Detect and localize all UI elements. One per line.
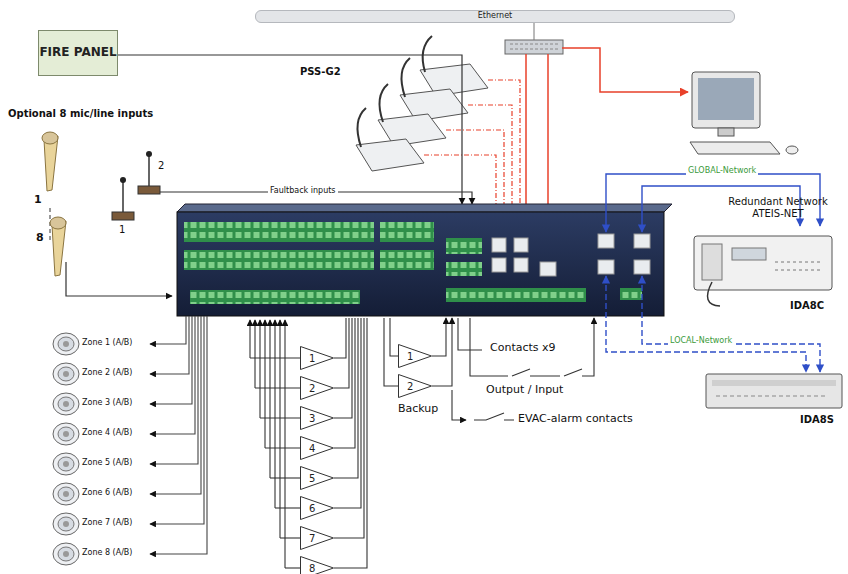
ethernet-bar: Ethernet: [255, 10, 735, 23]
network-name: GLOBAL-Network: [686, 166, 758, 175]
amplifier-number: 8: [309, 563, 315, 574]
amplifier-number: 7: [309, 533, 315, 544]
amplifier-number: 4: [309, 443, 315, 454]
amplifier-triangle: 8: [300, 556, 334, 574]
device-name: IDA8S: [800, 414, 834, 426]
zone-label: Zone 5 (A/B): [82, 458, 132, 467]
amplifier-triangle: 3: [300, 406, 334, 430]
network-switch: [505, 22, 563, 54]
signal-name: Output / Input: [486, 384, 563, 397]
amplifier-number: 5: [309, 473, 315, 484]
callout-number: 8: [36, 232, 44, 245]
microphone-icon: [42, 132, 66, 276]
fire-panel-box: FIRE PANEL: [38, 30, 118, 76]
matrix-unit: [177, 204, 672, 316]
amplifier-number: 2: [309, 383, 315, 394]
speaker-icon: [53, 453, 79, 475]
callout-number: 2: [158, 160, 164, 172]
triangle-outline: [398, 344, 432, 368]
box-label: FIRE PANEL: [39, 46, 116, 59]
zone-label: Zone 4 (A/B): [82, 428, 132, 437]
speaker-icon: [53, 543, 79, 565]
zone-label: Zone 6 (A/B): [82, 488, 132, 497]
desk-microphone: [112, 151, 160, 220]
speaker-icon: [53, 333, 79, 355]
speaker-icon: [53, 363, 79, 385]
amplifier-number: 1: [309, 353, 315, 364]
network-name: LOCAL-Network: [668, 336, 734, 345]
triangle-outline: [398, 374, 432, 398]
callout-number: 1: [34, 194, 42, 207]
speaker-icon: [53, 483, 79, 505]
computer-icon: [690, 72, 798, 154]
device-name: IDA8C: [790, 300, 824, 312]
zone-label: Zone 3 (A/B): [82, 398, 132, 407]
triangle-outline: [300, 406, 334, 430]
amplifier-triangle: 5: [300, 466, 334, 490]
triangle-outline: [300, 466, 334, 490]
signal-name: Faultback inputs: [268, 186, 338, 195]
zone-label: Zone 2 (A/B): [82, 368, 132, 377]
zone-label: Zone 1 (A/B): [82, 338, 132, 347]
group-note: Optional 8 mic/line inputs: [8, 108, 153, 120]
signal-name: EVAC-alarm contacts: [518, 413, 633, 426]
triangle-outline: [300, 556, 334, 574]
signal-name: Contacts x9: [490, 342, 556, 355]
amplifier-number: 1: [407, 351, 413, 362]
backup-amplifier: 2: [398, 374, 432, 398]
triangle-outline: [300, 346, 334, 370]
callout-number: 1: [119, 224, 125, 236]
paging-console: [356, 36, 488, 171]
speaker-icon: [53, 393, 79, 415]
amplifier-number: 6: [309, 503, 315, 514]
ida8s-device: [706, 374, 842, 408]
device-name: PSS-G2: [300, 66, 341, 78]
amplifier-triangle: 1: [300, 346, 334, 370]
triangle-outline: [300, 526, 334, 550]
backup-amplifier: 1: [398, 344, 432, 368]
triangle-outline: [300, 376, 334, 400]
zone-label: Zone 8 (A/B): [82, 548, 132, 557]
amplifier-number: 3: [309, 413, 315, 424]
speaker-icon: [53, 513, 79, 535]
triangle-outline: [300, 436, 334, 460]
amplifier-triangle: 2: [300, 376, 334, 400]
device-name: Redundant Network ATEIS-NET: [724, 196, 832, 219]
speaker-icon: [53, 423, 79, 445]
amplifier-triangle: 7: [300, 526, 334, 550]
signal-name: Backup: [398, 403, 438, 416]
amplifier-triangle: 6: [300, 496, 334, 520]
ida8c-device: [694, 236, 832, 306]
triangle-outline: [300, 496, 334, 520]
amplifier-number: 2: [407, 381, 413, 392]
amplifier-triangle: 4: [300, 436, 334, 460]
bus-label: Ethernet: [478, 12, 512, 21]
zone-label: Zone 7 (A/B): [82, 518, 132, 527]
